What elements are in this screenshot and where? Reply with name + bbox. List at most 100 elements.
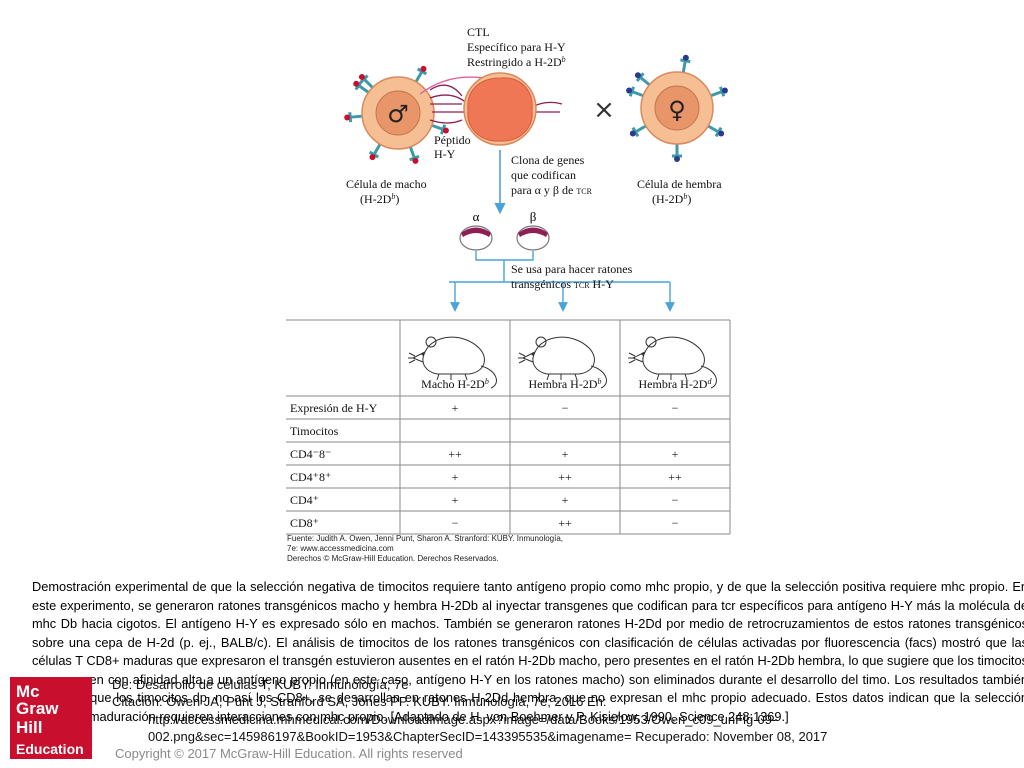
table-cell: − xyxy=(672,516,679,530)
svg-text:para α y β de TCR: para α y β de TCR xyxy=(511,183,593,197)
female-symbol-icon: ♀ xyxy=(668,96,686,124)
table-cell: + xyxy=(672,447,679,461)
ctl-label-line1: CTL xyxy=(467,25,490,39)
ctl-label: CTL Específico para H-Y Restringido a H-… xyxy=(467,25,566,69)
citation-line2[interactable]: http://accessmedicina.mhmedical.com/Down… xyxy=(148,712,777,727)
male-cell-label-close: ) xyxy=(395,192,399,206)
male-symbol-icon: ♂ xyxy=(387,100,409,128)
mouse-illustrations xyxy=(408,336,717,389)
logo-line4: Education xyxy=(16,741,84,757)
clone-label-line2: que codifican xyxy=(511,168,576,182)
female-cell-label-line1: Célula de hembra xyxy=(637,177,722,191)
male-cell-label-line2: (H-2D xyxy=(360,192,392,206)
source-line2: 7e: www.accessmedicina.com xyxy=(287,544,394,553)
alpha-label: α xyxy=(473,209,480,224)
table-cell: ++ xyxy=(558,516,572,530)
column-header: Macho H-2Db xyxy=(421,377,489,391)
table-cell: + xyxy=(562,447,569,461)
mhc-receptor-icon xyxy=(705,123,725,138)
table-cell: − xyxy=(672,401,679,415)
diagram-figure: ♂ CTL Específico para H-Y Restringido a … xyxy=(286,25,731,563)
clone-label: Clona de genes que codifican para α y β … xyxy=(511,153,593,197)
clone-label-line3: para α y β de xyxy=(511,183,576,197)
male-cell: ♂ xyxy=(344,65,449,164)
peptide-label-line1: Péptido xyxy=(434,133,471,147)
male-cell-label: Célula de macho (H-2Db) xyxy=(346,177,427,206)
mhc-receptor-icon xyxy=(708,86,728,98)
mhc-receptor-icon xyxy=(634,72,652,88)
male-cell-label-line1: Célula de macho xyxy=(346,177,427,191)
table-cell: ++ xyxy=(668,470,682,484)
male-cell-label-sup: b xyxy=(391,192,395,201)
column-header: Hembra H-2Dd xyxy=(639,377,713,391)
column-header: Hembra H-2Db xyxy=(529,377,602,391)
ctl-cell xyxy=(463,72,537,146)
tcr-beta-gene: β xyxy=(516,209,550,251)
tcr-alpha-gene: α xyxy=(459,209,493,251)
cross-symbol: × xyxy=(593,95,615,125)
female-cell: ♀ xyxy=(626,54,728,162)
mhc-receptor-icon xyxy=(344,112,365,123)
svg-text:(H-2Db): (H-2Db) xyxy=(360,192,399,206)
table-cell: + xyxy=(452,470,459,484)
table-cell: ++ xyxy=(448,447,462,461)
from-line: De: Desarrollo de células T, KUBY. Inmun… xyxy=(112,677,409,692)
table-cell: − xyxy=(562,401,569,415)
peptide-label: Péptido H-Y xyxy=(434,133,471,161)
table-cell: ++ xyxy=(558,470,572,484)
mouse-icon xyxy=(628,336,717,389)
citation-line1: Citación: Owen JA, Punt J, Stranford SA,… xyxy=(112,694,607,709)
clone-label-tcr: TCR xyxy=(576,187,592,196)
row-label: CD8⁺ xyxy=(290,516,319,530)
used-label-tcr: TCR xyxy=(574,281,590,290)
table-cell: − xyxy=(672,493,679,507)
svg-text:(H-2Db): (H-2Db) xyxy=(652,192,691,206)
mhc-receptor-icon xyxy=(413,65,428,85)
table-cell: − xyxy=(452,516,459,530)
used-label-line1: Se usa para hacer ratones xyxy=(511,262,633,276)
mouse-icon xyxy=(408,336,497,389)
merge-arrows xyxy=(449,251,675,312)
svg-text:transgénicos TCR H-Y: transgénicos TCR H-Y xyxy=(511,277,614,291)
mhc-receptor-icon xyxy=(368,141,383,161)
mhc-receptor-icon xyxy=(626,86,646,98)
female-cell-label-line2: (H-2D xyxy=(652,192,684,206)
source-line3: Derechos © McGraw-Hill Education. Derech… xyxy=(287,554,499,563)
mhc-receptor-icon xyxy=(353,80,372,95)
row-label: CD4⁺ xyxy=(290,493,319,507)
source-line1: Fuente: Judith A. Owen, Jenni Punt, Shar… xyxy=(287,534,563,543)
copyright-notice: Copyright © 2017 McGraw-Hill Education. … xyxy=(115,746,463,761)
mhc-receptor-icon xyxy=(408,144,420,164)
logo-line1: Mc xyxy=(16,682,40,701)
mhc-receptor-icon xyxy=(680,54,691,75)
figure-caption: Demostración experimental de que la sele… xyxy=(32,579,1024,724)
clone-label-line1: Clona de genes xyxy=(511,153,585,167)
used-label: Se usa para hacer ratones transgénicos T… xyxy=(511,262,633,291)
ctl-label-sup: b xyxy=(562,55,566,64)
logo-line2: Graw xyxy=(16,699,59,718)
row-label: Expresión de H-Y xyxy=(290,401,378,415)
table-cell: + xyxy=(452,493,459,507)
female-cell-label: Célula de hembra (H-2Db) xyxy=(637,177,722,206)
svg-text:Restringido a H-2Db: Restringido a H-2Db xyxy=(467,55,566,69)
mhc-receptor-icon xyxy=(672,142,682,162)
table-cell: + xyxy=(562,493,569,507)
mhc-receptor-icon xyxy=(629,123,649,138)
mouse-icon xyxy=(518,336,607,389)
citation-line3: 002.png&sec=145986197&BookID=1953&Chapte… xyxy=(148,729,828,744)
ctl-label-line2: Específico para H-Y xyxy=(467,40,566,54)
ctl-label-line3: Restringido a H-2D xyxy=(467,55,562,69)
logo-line3: Hill xyxy=(16,718,43,737)
row-label: CD4⁻8⁻ xyxy=(290,447,331,461)
female-cell-label-close: ) xyxy=(687,192,691,206)
peptide-label-line2: H-Y xyxy=(434,147,456,161)
table-cell: + xyxy=(452,401,459,415)
female-cell-label-sup: b xyxy=(683,192,687,201)
row-label: CD4⁺8⁺ xyxy=(290,470,331,484)
used-label-line2: transgénicos xyxy=(511,277,574,291)
used-label-hy: H-Y xyxy=(590,277,615,291)
row-label: Timocitos xyxy=(290,424,339,438)
beta-label: β xyxy=(530,209,537,224)
source-note: Fuente: Judith A. Owen, Jenni Punt, Shar… xyxy=(287,534,563,563)
